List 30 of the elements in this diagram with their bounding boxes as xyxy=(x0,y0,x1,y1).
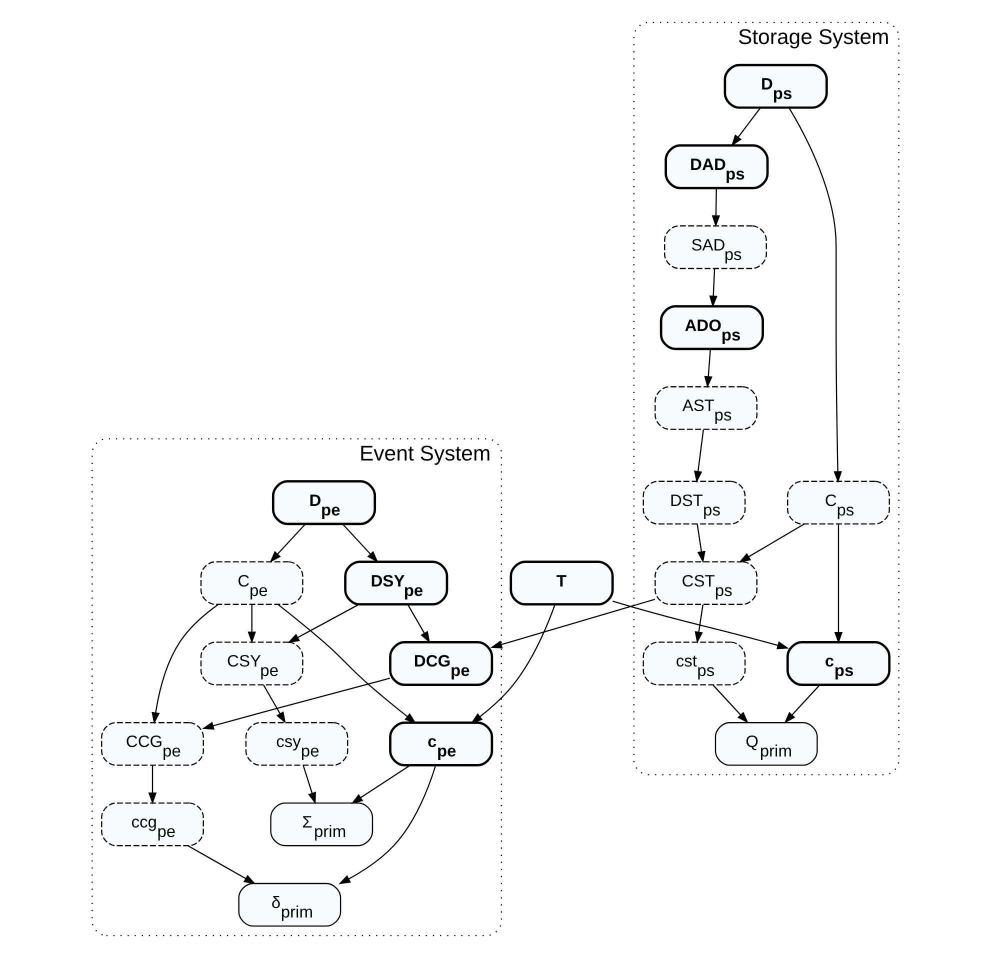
arrow xyxy=(287,604,358,643)
node-box: T xyxy=(509,560,614,606)
arrow xyxy=(711,188,720,228)
arrow xyxy=(712,684,748,724)
arrow xyxy=(262,684,286,724)
arrow xyxy=(202,678,390,730)
arrow xyxy=(406,604,430,644)
arrow xyxy=(730,108,760,146)
arrow xyxy=(247,604,256,644)
arrow xyxy=(338,765,436,884)
arrow xyxy=(302,765,316,804)
arrow xyxy=(187,845,256,884)
arrow xyxy=(834,524,842,644)
arrow xyxy=(788,108,842,484)
arrow xyxy=(612,600,788,650)
arrow xyxy=(693,430,704,483)
arrow xyxy=(350,764,410,804)
arrow xyxy=(277,604,416,724)
arrow xyxy=(342,524,378,563)
arrow xyxy=(738,524,804,563)
arrow xyxy=(708,268,717,308)
arrow xyxy=(470,604,556,724)
arrow xyxy=(696,524,705,564)
arrow xyxy=(490,598,655,648)
arrow xyxy=(784,684,820,724)
arrow xyxy=(148,766,156,804)
arrow xyxy=(151,604,218,724)
arrow xyxy=(269,524,305,563)
arrow xyxy=(704,349,712,388)
arrow xyxy=(694,604,703,644)
